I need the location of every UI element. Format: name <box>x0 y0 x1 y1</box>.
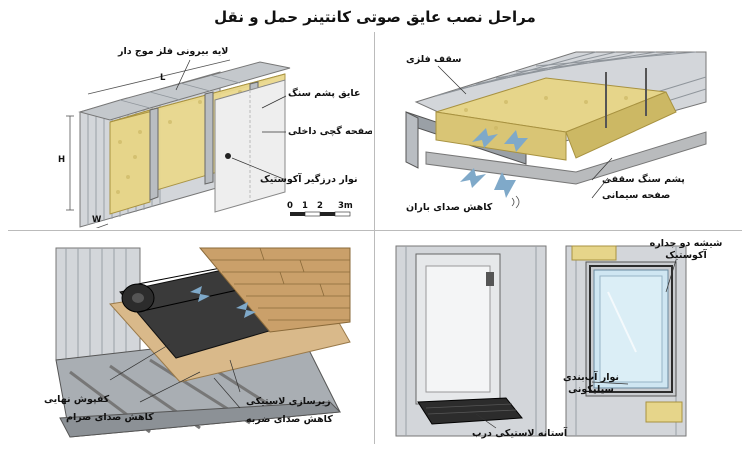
scale-bar <box>290 212 350 216</box>
sound-waves <box>512 196 519 208</box>
dim-h: H <box>58 154 65 166</box>
dim-l: L <box>160 72 165 84</box>
label-silicone-seal: نوار آب‌بندی سیلیکونی <box>552 372 630 396</box>
dim-w: W <box>92 214 101 226</box>
label-metal-corrugated: لایه بیرونی فلز موج دار <box>118 46 228 58</box>
label-final-floor: کفپوش نهایی <box>44 394 109 406</box>
door-window-panel: شیشه دو جداره آکوستیک نوار آب‌بندی سیلیک… <box>376 232 750 448</box>
roof-insulation-panel: سقف فلزی پشم سنگ سقفی صفحه سیمانی کاهش ص… <box>376 32 750 228</box>
scale-2: 2 <box>317 200 323 212</box>
scale-3m: 3m <box>338 200 353 212</box>
vertical-divider <box>374 32 375 444</box>
scale-1: 1 <box>302 200 308 212</box>
label-footstep-noise: کاهش صدای صرام <box>66 412 154 424</box>
label-rock-wool: عایق پشم سنگ <box>288 88 360 100</box>
floor-insulation-panel: کفپوش نهایی کاهش صدای صرام زیرسازی لاستی… <box>0 232 372 448</box>
label-impact-noise: کاهش صدای ضربه <box>246 414 333 426</box>
wall-insulation-panel: لایه بیرونی فلز موج دار عایق پشم سنگ صفح… <box>0 32 372 228</box>
horizontal-divider <box>8 230 742 231</box>
label-cement-board: صفحه سیمانی <box>602 190 670 202</box>
gypsum-board <box>215 80 285 212</box>
door-window-illustration <box>376 232 750 448</box>
label-acoustic-tape: نوار درزگیر آکوستیک <box>260 174 358 186</box>
label-gypsum: صفحه گچی داخلی <box>288 126 372 138</box>
label-rubber-underlay: زیرسازی لاستیکی <box>246 396 331 408</box>
scale-0: 0 <box>287 200 293 212</box>
label-rain-noise: کاهش صدای باران <box>406 202 492 214</box>
page-title: مراحل نصب عایق صوتی کانتینر حمل و نقل <box>0 8 750 26</box>
label-double-glass: شیشه دو جداره آکوستیک <box>638 238 734 262</box>
label-metal-roof: سقف فلزی <box>406 54 462 66</box>
label-roof-wool: پشم سنگ سقفی <box>602 174 685 186</box>
label-rubber-threshold: آستانه لاستیکی درب <box>472 428 567 440</box>
